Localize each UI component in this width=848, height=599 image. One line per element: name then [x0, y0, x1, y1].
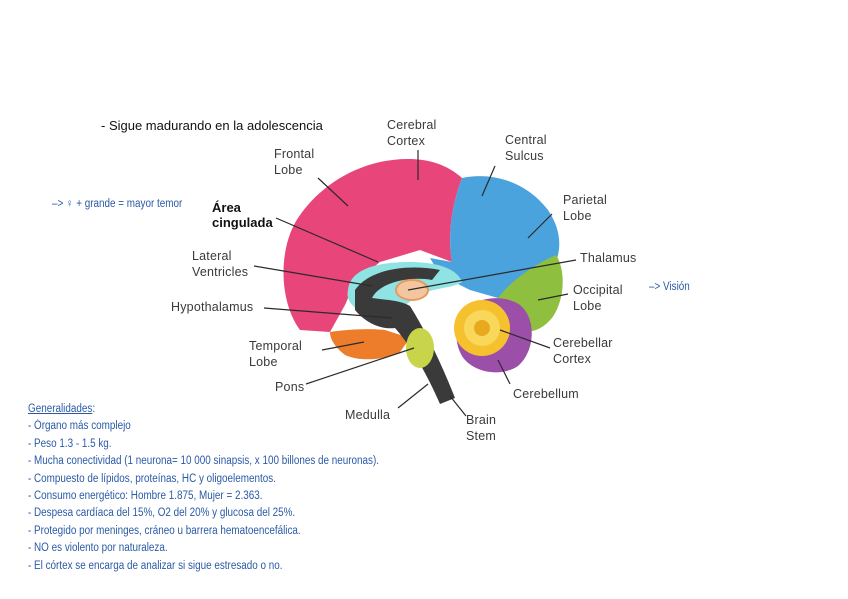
list-item: - Órgano más complejo: [28, 420, 131, 433]
pons-shape: [406, 328, 434, 368]
list-item: - NO es violento por naturaleza.: [28, 542, 168, 555]
vision-note: –> Visión: [649, 281, 690, 293]
generalidades-colon: :: [92, 403, 96, 415]
label-occipital-lobe: Occipital Lobe: [573, 283, 623, 313]
label-medulla: Medulla: [345, 408, 391, 422]
temporal-lobe-shape: [330, 329, 410, 360]
list-item: - Compuesto de lípidos, proteínas, HC y …: [28, 472, 276, 485]
label-cerebellar-cortex: Cerebellar Cortex: [553, 336, 613, 366]
frontal-lobe-shape: [283, 159, 462, 332]
brain-stem-shape: [355, 267, 455, 404]
list-item: - El córtex se encarga de analizar si si…: [28, 559, 283, 572]
list-item: - Mucha conectividad (1 neurona= 10 000 …: [28, 455, 380, 468]
label-thalamus: Thalamus: [580, 251, 637, 265]
list-item: - Peso 1.3 - 1.5 kg.: [28, 437, 112, 450]
list-item: - Despesa cardíaca del 15%, O2 del 20% y…: [28, 507, 296, 520]
label-cerebellum: Cerebellum: [513, 387, 579, 401]
female-note: –> ♀ + grande = mayor temor: [52, 198, 183, 210]
list-item: - Protegido por meninges, cráneo u barre…: [28, 524, 301, 537]
area-cingulada-label: Área cingulada: [212, 200, 273, 230]
thalamus-shape: [395, 279, 429, 301]
generalidades-list: Generalidades: - Órgano más complejo - P…: [28, 401, 436, 575]
adolescence-note: - Sigue madurando en la adolescencia: [101, 118, 323, 133]
label-brain-stem: Brain Stem: [466, 413, 497, 443]
generalidades-heading: Generalidades:: [28, 401, 379, 418]
label-frontal-lobe: Frontal Lobe: [274, 147, 315, 177]
label-temporal-lobe: Temporal Lobe: [249, 339, 303, 369]
label-central-sulcus: Central Sulcus: [505, 133, 547, 163]
label-cerebral-cortex: Cerebral Cortex: [387, 118, 437, 148]
label-lateral-ventricles: Lateral Ventricles: [192, 249, 249, 279]
label-pons: Pons: [275, 380, 305, 394]
label-parietal-lobe: Parietal Lobe: [563, 193, 607, 223]
list-item: - Consumo energético: Hombre 1.875, Muje…: [28, 490, 263, 503]
label-hypothalamus: Hypothalamus: [171, 300, 254, 314]
cerebellar-cortex-shape: [454, 300, 510, 356]
generalidades-title: Generalidades: [28, 403, 93, 415]
